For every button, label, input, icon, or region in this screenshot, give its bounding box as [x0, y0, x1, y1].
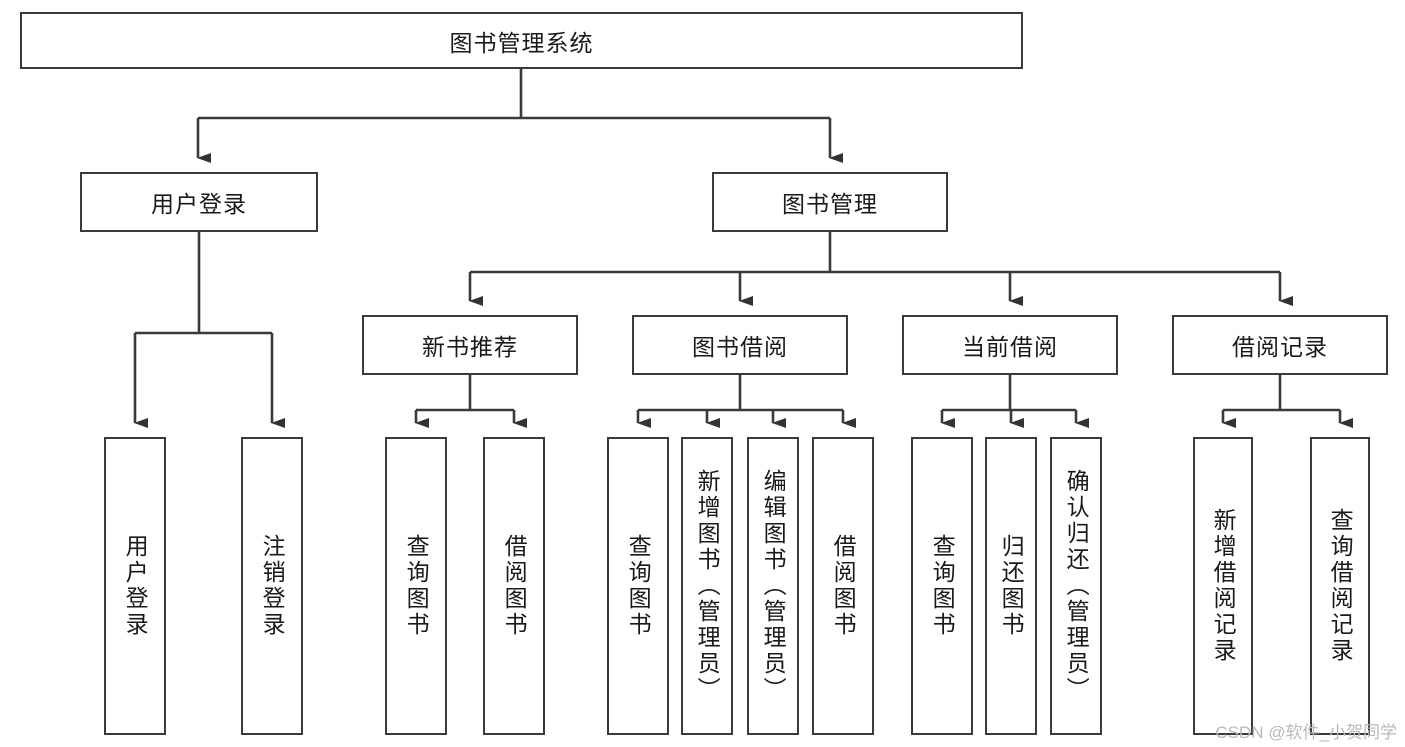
leaf-borrow-book-recommend[interactable]: 借阅图书 — [483, 437, 545, 735]
leaf-query-borrow-record-label: 查询借阅记录 — [1327, 508, 1354, 664]
leaf-add-book-admin[interactable]: 新增图书（管理员） — [681, 437, 733, 735]
node-borrow-record[interactable]: 借阅记录 — [1172, 315, 1388, 375]
leaf-edit-book-admin[interactable]: 编辑图书（管理员） — [747, 437, 799, 735]
node-current-borrow[interactable]: 当前借阅 — [902, 315, 1118, 375]
node-new-book-recommend[interactable]: 新书推荐 — [362, 315, 578, 375]
leaf-query-book-current[interactable]: 查询图书 — [911, 437, 973, 735]
node-book-borrow-label: 图书借阅 — [692, 334, 788, 360]
leaf-query-book-recommend[interactable]: 查询图书 — [385, 437, 447, 735]
leaf-borrow-book-label: 借阅图书 — [830, 534, 857, 638]
leaf-user-login-label: 用户登录 — [122, 534, 149, 638]
leaf-logout-label: 注销登录 — [259, 534, 286, 638]
leaf-add-borrow-record[interactable]: 新增借阅记录 — [1193, 437, 1253, 735]
node-root[interactable]: 图书管理系统 — [20, 12, 1023, 69]
leaf-add-book-admin-label: 新增图书（管理员） — [694, 469, 721, 703]
leaf-borrow-book-recommend-label: 借阅图书 — [501, 534, 528, 638]
leaf-query-book-recommend-label: 查询图书 — [403, 534, 430, 638]
leaf-confirm-return-admin[interactable]: 确认归还（管理员） — [1050, 437, 1102, 735]
node-user-login-label: 用户登录 — [151, 191, 247, 217]
node-new-book-recommend-label: 新书推荐 — [422, 334, 518, 360]
node-borrow-record-label: 借阅记录 — [1232, 334, 1328, 360]
node-book-management-label: 图书管理 — [782, 191, 878, 217]
leaf-query-book-current-label: 查询图书 — [929, 534, 956, 638]
leaf-query-borrow-record[interactable]: 查询借阅记录 — [1310, 437, 1370, 735]
watermark: CSDN @软件_小贺同学 — [1215, 723, 1397, 742]
leaf-user-login[interactable]: 用户登录 — [104, 437, 166, 735]
node-current-borrow-label: 当前借阅 — [962, 334, 1058, 360]
leaf-confirm-return-admin-label: 确认归还（管理员） — [1063, 469, 1090, 703]
leaf-return-book[interactable]: 归还图书 — [985, 437, 1037, 735]
leaf-return-book-label: 归还图书 — [998, 534, 1025, 638]
leaf-query-book-borrow[interactable]: 查询图书 — [607, 437, 669, 735]
node-book-borrow[interactable]: 图书借阅 — [632, 315, 848, 375]
node-book-management[interactable]: 图书管理 — [712, 172, 948, 232]
leaf-edit-book-admin-label: 编辑图书（管理员） — [760, 469, 787, 703]
leaf-logout[interactable]: 注销登录 — [241, 437, 303, 735]
node-user-login[interactable]: 用户登录 — [80, 172, 318, 232]
node-root-label: 图书管理系统 — [449, 29, 594, 56]
leaf-add-borrow-record-label: 新增借阅记录 — [1210, 508, 1237, 664]
leaf-borrow-book[interactable]: 借阅图书 — [812, 437, 874, 735]
leaf-query-book-borrow-label: 查询图书 — [625, 534, 652, 638]
